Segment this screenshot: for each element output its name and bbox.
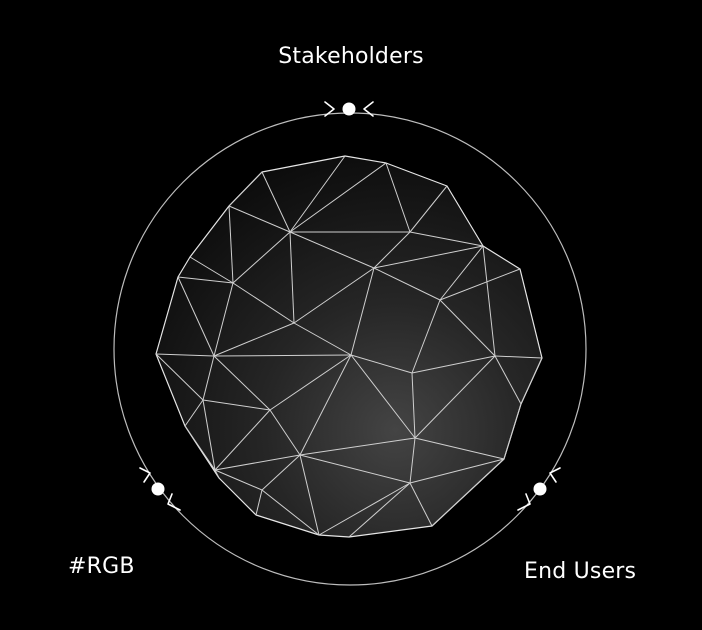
- sphere-silhouette: [155, 155, 543, 538]
- sphere-edge: [299, 437, 416, 456]
- sphere-edge: [232, 231, 291, 284]
- sphere-edge: [299, 454, 411, 484]
- sphere-edge: [214, 454, 301, 471]
- sphere-edge: [431, 458, 505, 527]
- chevron-right-icon: [324, 101, 335, 117]
- sphere-edge: [409, 185, 448, 233]
- sphere-edge: [409, 231, 484, 247]
- sphere-edge: [261, 171, 291, 233]
- sphere-edges: [155, 155, 543, 538]
- sphere-edge: [439, 268, 521, 301]
- sphere-edge: [155, 353, 204, 401]
- sphere-edge: [177, 276, 215, 357]
- label-rgb: #RGB: [68, 554, 135, 579]
- sphere-edge: [494, 355, 543, 359]
- sphere-edge: [228, 205, 234, 284]
- sphere-edge: [289, 231, 295, 324]
- sphere-edge: [289, 231, 375, 269]
- sphere-edge: [202, 399, 216, 471]
- sphere-edge: [482, 245, 496, 357]
- sphere-edge: [189, 256, 234, 284]
- sphere-edge: [202, 399, 271, 411]
- polyhedron-sphere: [155, 155, 543, 538]
- sphere-edge: [213, 322, 295, 357]
- sphere-edge: [299, 354, 352, 456]
- sphere-edge: [411, 372, 416, 439]
- sphere-edge: [202, 355, 215, 401]
- sphere-edge: [318, 482, 411, 536]
- chevron-down-icon: [139, 467, 151, 483]
- sphere-edge: [293, 267, 375, 324]
- sphere-edge: [494, 355, 522, 405]
- sphere-edge: [232, 282, 295, 324]
- sphere-edge: [228, 205, 291, 233]
- sphere-edge: [350, 354, 413, 374]
- sphere-edge: [293, 322, 352, 356]
- sphere-edge: [261, 489, 320, 536]
- sphere-edge: [385, 162, 411, 233]
- node-stakeholders: [324, 101, 374, 117]
- chevron-left-icon: [363, 101, 374, 117]
- sphere-edge: [520, 357, 543, 405]
- label-stakeholders: Stakeholders: [278, 44, 424, 69]
- sphere-edge: [214, 469, 220, 479]
- sphere-edge: [409, 458, 505, 484]
- sphere-edge: [409, 437, 416, 484]
- sphere-edge: [299, 454, 320, 536]
- label-end-users: End Users: [524, 559, 637, 584]
- sphere-edge: [213, 355, 271, 411]
- node-rgb: [139, 467, 181, 511]
- sphere-edge: [373, 267, 441, 301]
- sphere-edge: [214, 409, 271, 471]
- sphere-edge: [184, 425, 216, 471]
- sphere-edge: [177, 276, 234, 284]
- sphere-edge: [213, 282, 234, 357]
- sphere-edge: [214, 469, 263, 491]
- sphere-edge: [350, 267, 375, 356]
- sphere-edge: [184, 399, 204, 427]
- sphere-edge: [409, 482, 433, 527]
- chevron-up-icon: [167, 493, 181, 511]
- sphere-edge: [228, 171, 263, 207]
- sphere-edge: [414, 355, 496, 439]
- sphere-edge: [411, 299, 441, 374]
- sphere-edge: [348, 482, 411, 538]
- sphere-edge: [261, 454, 301, 491]
- sphere-edge: [155, 353, 215, 357]
- sphere-edge: [213, 354, 352, 357]
- sphere-edge: [439, 245, 484, 301]
- sphere-edge: [255, 489, 263, 516]
- chevron-up-icon: [517, 493, 531, 511]
- sphere-edge: [373, 231, 411, 269]
- sphere-edge: [439, 299, 496, 357]
- sphere-edge: [269, 354, 352, 411]
- sphere-edge: [289, 155, 346, 233]
- sphere-edge: [269, 409, 301, 456]
- node-dot: [342, 102, 356, 116]
- sphere-edge: [373, 245, 484, 269]
- node-end-users: [517, 467, 561, 511]
- chevron-down-icon: [549, 467, 561, 483]
- node-dot: [533, 482, 547, 496]
- node-dot: [151, 482, 165, 496]
- sphere-edge: [350, 354, 416, 439]
- sphere-edge: [414, 437, 505, 460]
- sphere-edge: [503, 403, 522, 460]
- sphere-edge: [411, 355, 496, 374]
- sphere-edge: [289, 162, 387, 233]
